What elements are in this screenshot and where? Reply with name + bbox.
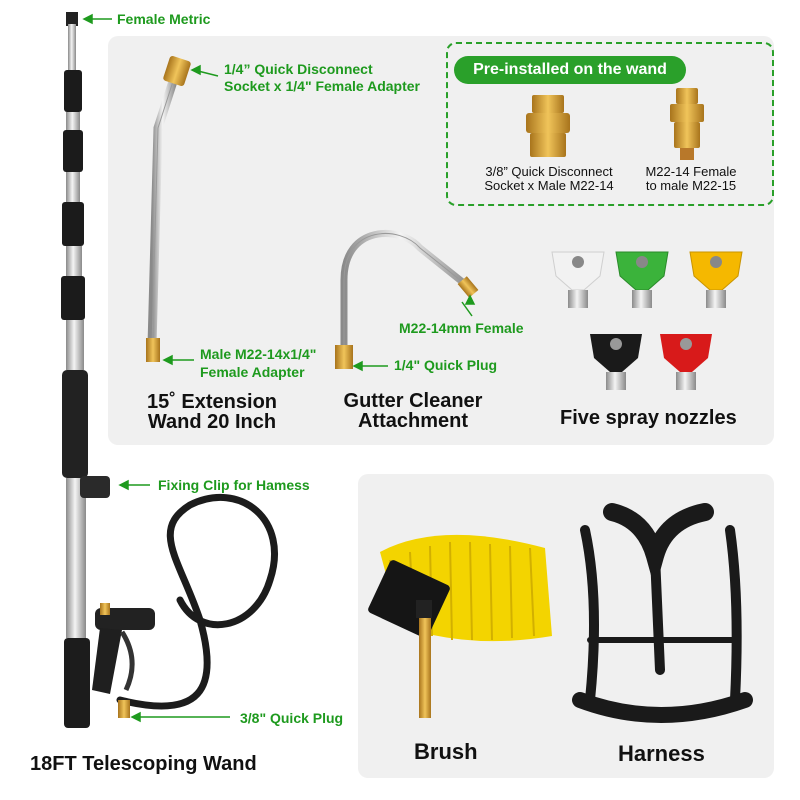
wand-lock-1: [64, 70, 82, 112]
preinstalled-item1-line2: Socket x Male M22-14: [484, 178, 614, 193]
label-quick-disconnect-2: Socket x 1/4" Female Adapter: [224, 78, 420, 94]
caption-gutter-line2: Attachment: [357, 410, 468, 432]
wand-lock-3: [62, 202, 84, 246]
female-metric-fitting: [66, 12, 78, 26]
gutter-nozzle: [457, 276, 479, 298]
extension-top-fitting: [163, 56, 191, 86]
caption-nozzles: Five spray nozzles: [560, 407, 737, 429]
label-female-metric: Female Metric: [117, 11, 211, 27]
leader-lines: [82, 13, 476, 723]
label-m22-female: M22-14mm Female: [399, 320, 524, 336]
caption-wand-line1: 15˚ Extension: [146, 391, 278, 413]
spray-gun: [92, 603, 155, 718]
gutter-cleaner: [335, 230, 479, 369]
preinstalled-item2-line2: to male M22-15: [645, 178, 737, 193]
wand-lock-2: [63, 130, 83, 172]
quick-disconnect-socket: [526, 95, 570, 157]
label-quick-plug-14: 1/4" Quick Plug: [394, 357, 498, 373]
nozzle-black: [590, 334, 642, 390]
telescoping-wand: [61, 12, 110, 728]
gutter-quick-plug: [335, 345, 353, 369]
label-male-adapter-1: Male M22-14x1/4": [200, 346, 317, 362]
quick-plug-38: [118, 700, 130, 718]
hose: [116, 493, 278, 710]
nozzle-white: [551, 251, 605, 308]
wand-base: [64, 638, 90, 728]
nozzle-green: [615, 251, 669, 308]
brush: [368, 534, 552, 718]
caption-telescoping: 18FT Telescoping Wand: [30, 753, 257, 775]
caption-gutter-line1: Gutter Cleaner: [343, 390, 483, 412]
caption-brush: Brush: [414, 739, 478, 764]
preinstalled-title: Pre-installed on the wand: [454, 56, 686, 84]
caption-wand-line2: Wand 20 Inch: [147, 411, 277, 433]
nozzle-red: [660, 334, 712, 390]
preinstalled-item1-line1: 3/8” Quick Disconnect: [485, 164, 613, 179]
label-quick-plug-38: 3/8" Quick Plug: [240, 710, 344, 726]
foam-grip: [62, 370, 88, 478]
label-fixing-clip: Fixing Clip for Hamess: [158, 477, 310, 493]
accessories-panel: [108, 36, 774, 445]
preinstalled-box: [446, 42, 774, 206]
label-quick-disconnect-1: 1/4” Quick Disconnect: [224, 61, 373, 77]
label-male-adapter-2: Female Adapter: [200, 364, 305, 380]
caption-harness: Harness: [618, 741, 705, 766]
extension-wand: [146, 56, 191, 362]
m22-adapter: [670, 88, 704, 160]
wand-lock-4: [61, 276, 85, 320]
extension-bottom-fitting: [146, 338, 160, 362]
harness: [572, 503, 753, 723]
nozzle-yellow: [689, 251, 743, 308]
harness-clip: [80, 476, 110, 498]
preinstalled-item2-line1: M22-14 Female: [645, 164, 737, 179]
